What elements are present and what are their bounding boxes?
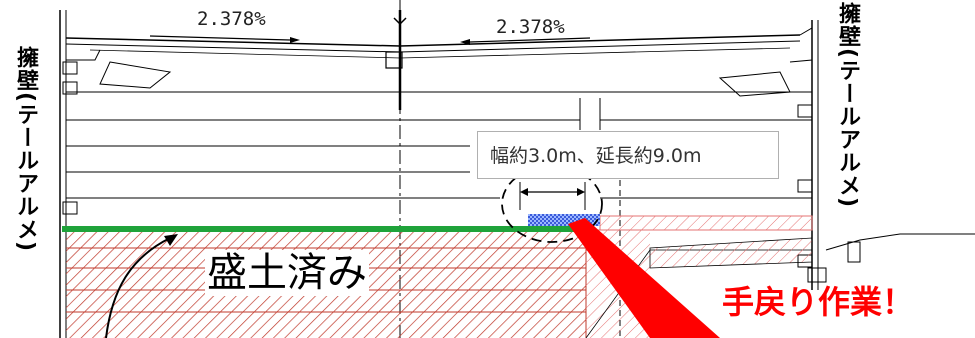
slope-label-left: 2.378% — [197, 8, 266, 30]
rework-highlight-oval — [501, 165, 603, 243]
right-side-ground — [825, 233, 975, 263]
slope-label-right: 2.378% — [496, 16, 565, 38]
dimension-callout: 幅約3.0m、延長約9.0m — [477, 131, 779, 179]
slope-arrows — [149, 35, 591, 45]
left-wall-label: 擁壁(テールアルメ) — [13, 46, 38, 253]
road-deck — [65, 10, 813, 97]
completed-fill-label: 盛土済み — [205, 250, 369, 296]
completed-fill-area — [66, 215, 813, 338]
embankment-layers — [66, 91, 812, 338]
fill-pointer-arrow — [105, 234, 178, 338]
manual-rework-label: 手戻り作業！ — [722, 283, 915, 321]
width-dimension-arrow — [519, 182, 586, 210]
right-wall-label: 擁壁(テールアルメ) — [835, 2, 860, 209]
alert-pointer — [568, 218, 720, 338]
